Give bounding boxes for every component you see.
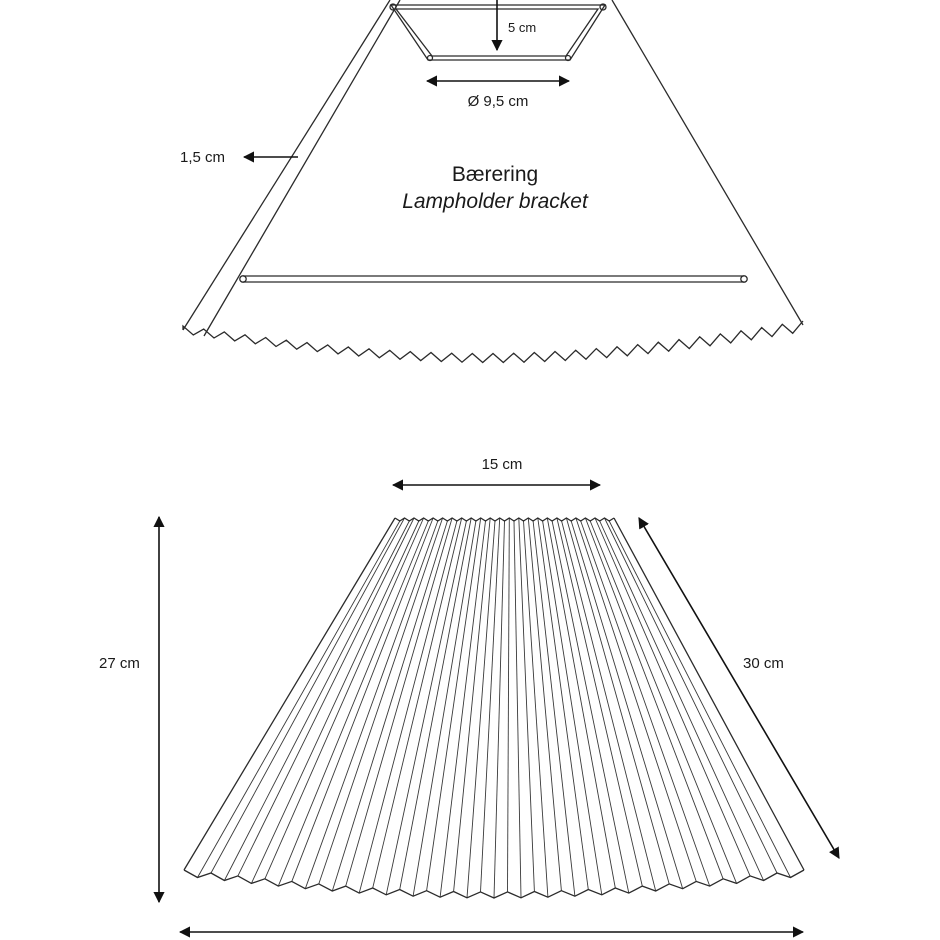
pleat-fold-line bbox=[507, 517, 510, 892]
pleat-fold-line bbox=[561, 520, 657, 892]
pleat-fold-line bbox=[399, 517, 472, 890]
pleat-fold-line bbox=[493, 520, 505, 899]
pleat-fold-line bbox=[210, 517, 405, 874]
pleat-fold-line bbox=[372, 517, 463, 889]
shade-top-rim bbox=[394, 517, 615, 522]
pleat-fold-line bbox=[513, 520, 522, 898]
inner-diameter-label: Ø 9,5 cm bbox=[468, 93, 529, 110]
pleat-fold-line bbox=[439, 520, 486, 898]
pleat-fold-line bbox=[318, 517, 444, 885]
bracket-border-line bbox=[203, 0, 401, 337]
pleat-fold-line bbox=[466, 520, 496, 898]
pleat-fold-line bbox=[250, 520, 420, 884]
pleat-fold-line bbox=[453, 517, 491, 892]
bracket-cone-right-edge bbox=[611, 0, 804, 326]
pleat-fold-line bbox=[556, 517, 643, 887]
pleat-fold-line bbox=[589, 520, 738, 884]
pleat-fold-line bbox=[604, 517, 778, 874]
pleat-fold-line bbox=[518, 517, 535, 892]
top-width-label: 15 cm bbox=[482, 456, 523, 473]
shade-view: 15 cm 27 cm 30 cm bbox=[99, 456, 840, 938]
slant-arrow bbox=[638, 517, 840, 859]
bracket-title: Bærering bbox=[452, 163, 538, 186]
bracket-cone-left-edge bbox=[182, 0, 391, 331]
pleat-fold-line bbox=[584, 517, 724, 879]
pleat-fold-line bbox=[385, 520, 467, 895]
pleat-fold-line bbox=[613, 517, 805, 871]
pleat-fold-line bbox=[570, 520, 684, 889]
pleat-fold-line bbox=[480, 517, 501, 892]
pleat-fold-line bbox=[426, 517, 482, 891]
height-label: 27 cm bbox=[99, 655, 140, 672]
pleat-fold-line bbox=[358, 520, 458, 894]
slant-label: 30 cm bbox=[743, 655, 784, 672]
pleat-fold-line bbox=[304, 520, 439, 889]
pleat-fold-line bbox=[551, 520, 630, 894]
pleat-fold-line bbox=[331, 520, 448, 892]
shade-bottom-hem bbox=[183, 869, 805, 899]
pleat-fold-line bbox=[277, 520, 429, 887]
bracket-ring-bar bbox=[239, 275, 748, 283]
pleat-fold-line bbox=[594, 517, 751, 877]
pleat-fold-line bbox=[565, 517, 670, 885]
pleat-fold-line bbox=[599, 520, 765, 881]
pleat-fold-line bbox=[532, 520, 576, 897]
pleat-fold-line bbox=[580, 520, 711, 887]
pleat-fold-line bbox=[575, 517, 697, 882]
pleat-fold-line bbox=[183, 517, 396, 871]
bracket-wire-frame bbox=[389, 3, 607, 62]
bracket-subtitle: Lampholder bracket bbox=[402, 190, 589, 213]
bracket-view: 5 cm Ø 9,5 cm 1,5 cm Bærering Lampholder… bbox=[180, 0, 804, 364]
pleat-fold-line bbox=[345, 517, 453, 887]
pleat-fold-line bbox=[523, 520, 549, 898]
pleat-fold-line bbox=[197, 520, 401, 878]
pleat-fold-line bbox=[542, 520, 603, 895]
pleat-fold-line bbox=[537, 517, 589, 890]
bracket-pleated-hem bbox=[182, 320, 804, 364]
pleat-fold-line bbox=[608, 520, 791, 878]
pleat-fold-line bbox=[237, 517, 415, 877]
pleat-fold-line bbox=[546, 517, 616, 889]
pleat-fold-line bbox=[264, 517, 425, 879]
depth-dimension-label: 5 cm bbox=[508, 20, 536, 35]
pleat-fold-line bbox=[412, 520, 477, 897]
pleat-fold-line bbox=[291, 517, 434, 882]
border-dimension-label: 1,5 cm bbox=[180, 149, 225, 166]
pleat-fold-line bbox=[223, 520, 410, 881]
pleat-fold-line bbox=[527, 517, 562, 891]
shade-pleats bbox=[183, 517, 805, 899]
